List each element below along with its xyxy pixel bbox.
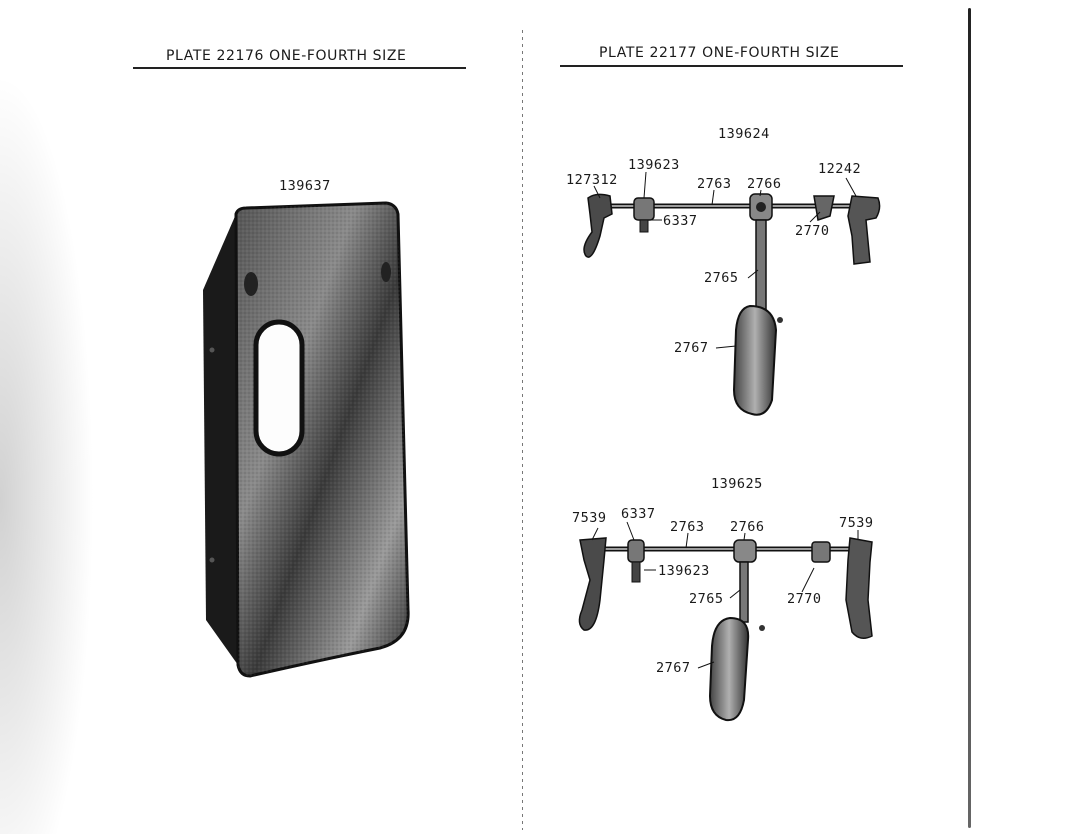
callout-2770: 2770	[795, 223, 830, 239]
assembly-139625-drawing	[578, 521, 873, 722]
callout-2767: 2767	[674, 340, 709, 356]
page-edge-right	[968, 8, 971, 828]
callout-2765-bottom: 2765	[689, 591, 724, 607]
shield-139637-drawing	[203, 201, 410, 678]
assembly-number-top: 139624	[718, 126, 770, 142]
page-shadow-left	[0, 0, 110, 834]
callout-139623-bottom: 139623	[658, 563, 710, 579]
callout-2763: 2763	[697, 176, 732, 192]
callout-7539-right: 7539	[839, 515, 874, 531]
assembly-number-bottom: 139625	[711, 476, 763, 492]
title-underline-right	[560, 65, 903, 67]
callout-2770-bottom: 2770	[787, 591, 822, 607]
callout-12242: 12242	[818, 161, 862, 177]
callout-2767-bottom: 2767	[656, 660, 691, 676]
callout-6337: 6337	[663, 213, 698, 229]
callout-2763-bottom: 2763	[670, 519, 705, 535]
title-underline-left	[133, 67, 466, 69]
page-gutter	[522, 30, 523, 830]
part-number-139637: 139637	[279, 178, 331, 194]
callout-6337-bottom: 6337	[621, 506, 656, 522]
assembly-139624-drawing	[583, 171, 881, 416]
callout-2766: 2766	[747, 176, 782, 192]
callout-2765: 2765	[704, 270, 739, 286]
plate-title-left: PLATE 22176 ONE-FOURTH SIZE	[166, 48, 407, 64]
callout-139623: 139623	[628, 157, 680, 173]
callout-2766-bottom: 2766	[730, 519, 765, 535]
plate-title-right: PLATE 22177 ONE-FOURTH SIZE	[599, 45, 840, 61]
callout-7539-left: 7539	[572, 510, 607, 526]
callout-127312: 127312	[566, 172, 618, 188]
